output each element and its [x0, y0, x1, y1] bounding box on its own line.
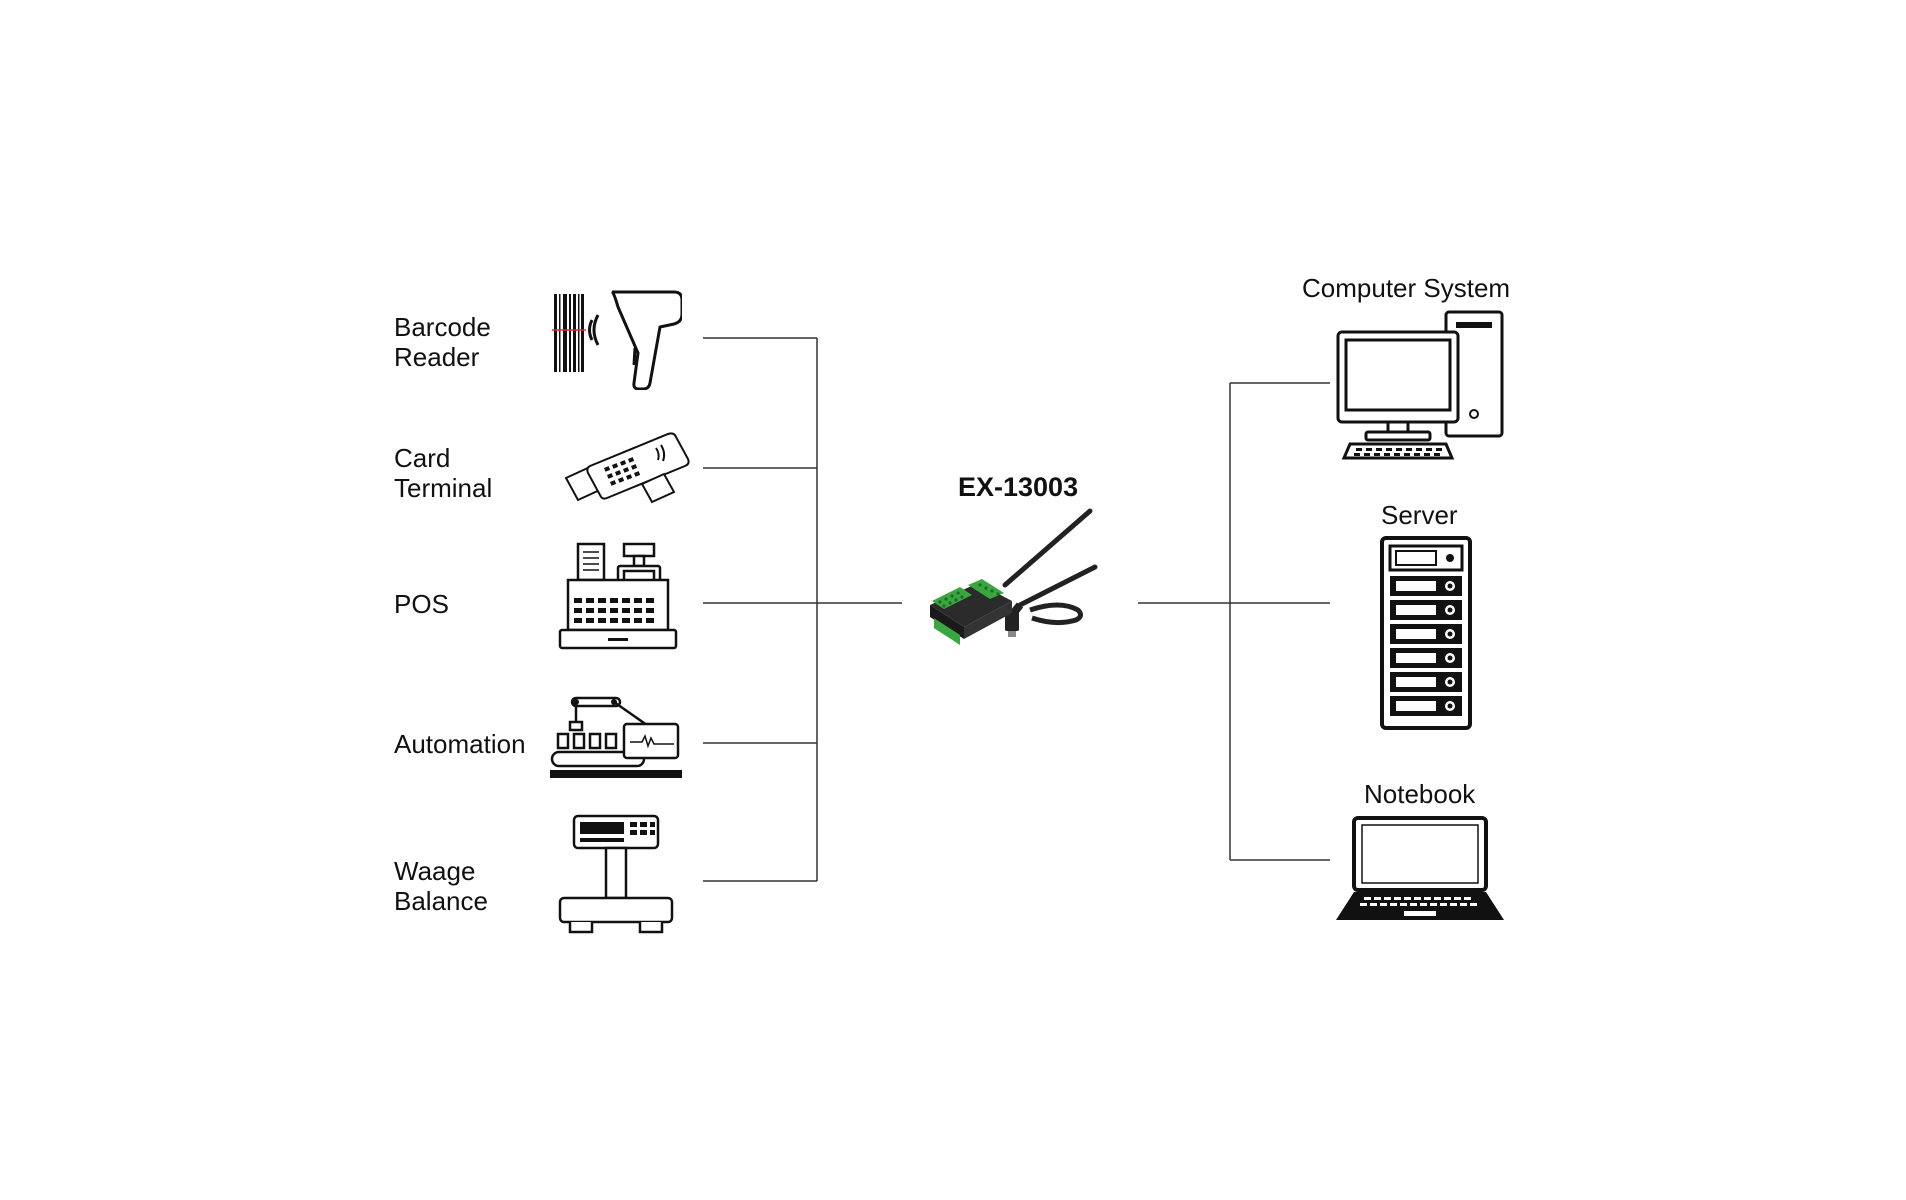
card-terminal-icon — [564, 432, 690, 504]
barcode-reader-icon — [552, 290, 682, 390]
pos-label: POS — [394, 589, 449, 619]
server-rack-icon — [1380, 536, 1472, 730]
usb-terminal-adapter-icon — [930, 508, 1098, 645]
factory-automation-icon — [550, 696, 682, 778]
laptop-icon — [1336, 816, 1504, 920]
desktop-computer-icon — [1336, 310, 1504, 460]
card-terminal-label: Card Terminal — [394, 443, 493, 503]
computer-system-label: Computer System — [1302, 273, 1511, 303]
notebook-label: Notebook — [1364, 779, 1476, 809]
server-label: Server — [1381, 500, 1458, 530]
adapter-model-label: EX-13003 — [958, 472, 1079, 502]
scale-icon — [558, 814, 674, 934]
barcode-reader-label: Barcode Reader — [394, 312, 491, 372]
cash-register-icon — [558, 542, 678, 650]
scale-label: Waage Balance — [394, 856, 488, 916]
automation-label: Automation — [394, 729, 526, 759]
